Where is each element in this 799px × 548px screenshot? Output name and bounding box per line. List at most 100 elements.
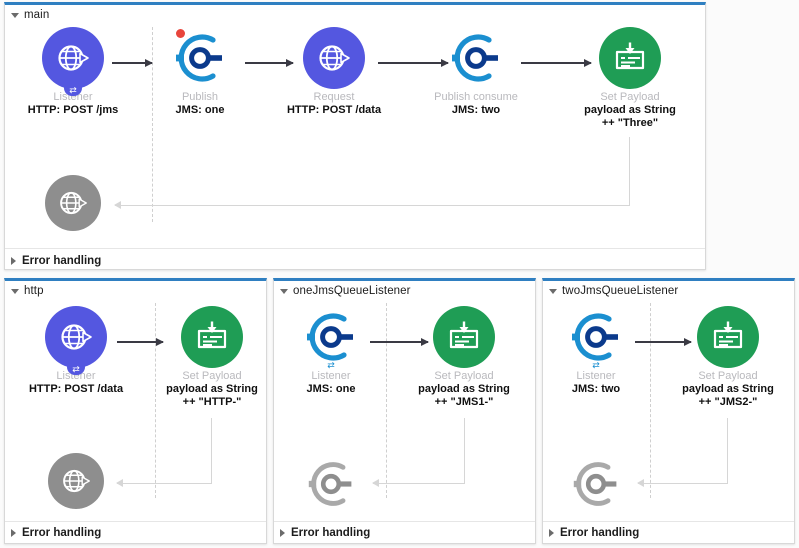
error-handling-label: Error handling [22, 255, 102, 267]
http-globe-icon [45, 175, 101, 231]
node-name-label: payload as String ++ "HTTP-" [166, 383, 258, 408]
node-type-label: Request [313, 91, 355, 103]
flow-header-main[interactable]: main [11, 9, 49, 21]
node-name-label: JMS: two [571, 383, 621, 395]
flow-divider-dashed [155, 303, 156, 498]
http-globe-icon [48, 453, 104, 509]
triangle-down-icon[interactable] [549, 289, 557, 294]
flow-node-main-error[interactable] [18, 175, 128, 231]
node-name-label: HTTP: POST /jms [27, 104, 119, 116]
connector-arrow-4 [521, 58, 592, 67]
flow-node-main-request[interactable]: Request HTTP: POST /data [279, 27, 389, 117]
error-handling-divider [274, 521, 535, 522]
flow-node-http-listener[interactable]: ⇄ Listener HTTP: POST /data [21, 306, 131, 396]
set-payload-icon [599, 27, 661, 89]
http-globe-icon [303, 27, 365, 89]
triangle-right-icon[interactable] [11, 257, 16, 265]
node-name-label: payload as String ++ "JMS1-" [418, 383, 510, 408]
triangle-right-icon[interactable] [11, 529, 16, 537]
flow-header-twoJmsQueueListener[interactable]: twoJmsQueueListener [549, 285, 678, 297]
flow-divider-dashed [650, 303, 651, 498]
flow-panel-main[interactable]: main ⇄ Lis [4, 2, 706, 270]
flow-panel-twoJmsQueueListener[interactable]: twoJmsQueueListener ⇄ Listener JMS: two [542, 278, 795, 544]
jms-connector-icon [445, 27, 507, 89]
triangle-right-icon[interactable] [280, 529, 285, 537]
return-line-horizontal [116, 479, 212, 487]
connector-arrow-1 [112, 58, 153, 67]
node-name-label: payload as String ++ "JMS2-" [682, 383, 774, 408]
flow-title: main [24, 9, 50, 21]
jms-connector-icon [169, 27, 231, 89]
flow-title: oneJmsQueueListener [293, 285, 411, 297]
flow-node-main-publish-consume[interactable]: Publish consume JMS: two [421, 27, 531, 117]
flow-node-http-error[interactable] [21, 453, 131, 509]
error-handling-divider [543, 521, 794, 522]
return-line-horizontal [372, 479, 465, 487]
http-globe-icon: ⇄ [42, 27, 104, 96]
node-type-label: Listener [311, 370, 351, 382]
flow-node-one-listener[interactable]: ⇄ Listener JMS: one [276, 306, 386, 396]
connector-arrow-1 [635, 337, 692, 346]
error-handling-divider [5, 521, 266, 522]
triangle-down-icon[interactable] [11, 13, 19, 18]
listener-tab [67, 361, 85, 375]
node-name-label: HTTP: POST /data [28, 383, 124, 395]
flow-node-two-listener[interactable]: ⇄ Listener JMS: two [541, 306, 651, 396]
flow-node-one-error[interactable] [276, 453, 386, 515]
http-globe-icon: ⇄ [45, 306, 107, 375]
flow-node-two-set-payload[interactable]: Set Payload payload as String ++ "JMS2-" [673, 306, 783, 409]
flow-header-http[interactable]: http [11, 285, 44, 297]
node-type-label: Set Payload [600, 91, 660, 103]
return-line-vertical [629, 137, 630, 206]
node-type-label: Listener [576, 370, 616, 382]
error-handling-label: Error handling [22, 527, 102, 539]
flow-node-main-publish[interactable]: Publish JMS: one [145, 27, 255, 117]
error-handling-label: Error handling [560, 527, 640, 539]
swap-arrows-icon: ⇄ [327, 360, 335, 370]
error-handling-section-one[interactable]: Error handling [280, 527, 370, 539]
triangle-down-icon[interactable] [11, 289, 19, 294]
error-handling-section-http[interactable]: Error handling [11, 527, 101, 539]
flow-node-main-set-payload[interactable]: Set Payload payload as String ++ "Three" [575, 27, 685, 130]
triangle-down-icon[interactable] [280, 289, 288, 294]
flow-node-main-listener[interactable]: ⇄ Listener HTTP: POST /jms [18, 27, 128, 117]
error-handling-divider [5, 248, 705, 249]
node-type-label: Listener [53, 91, 93, 103]
return-line-vertical [727, 418, 728, 484]
flow-panel-oneJmsQueueListener[interactable]: oneJmsQueueListener ⇄ Listener JMS: one [273, 278, 536, 544]
connector-arrow-3 [378, 58, 449, 67]
node-name-label: HTTP: POST /data [286, 104, 382, 116]
set-payload-icon [433, 306, 495, 368]
triangle-right-icon[interactable] [549, 529, 554, 537]
return-line-horizontal [637, 479, 728, 487]
error-handling-label: Error handling [291, 527, 371, 539]
flow-header-oneJmsQueueListener[interactable]: oneJmsQueueListener [280, 285, 411, 297]
connector-arrow-1 [117, 337, 164, 346]
node-type-label: Listener [56, 370, 96, 382]
flow-node-two-error[interactable] [541, 453, 651, 515]
node-name-label: JMS: one [306, 383, 356, 395]
flow-node-http-set-payload[interactable]: Set Payload payload as String ++ "HTTP-" [157, 306, 267, 409]
jms-connector-icon: ⇄ [300, 306, 362, 370]
node-type-label: Publish [181, 91, 219, 103]
listener-tab [64, 82, 82, 96]
flow-title: http [24, 285, 44, 297]
jms-connector-icon: ⇄ [565, 306, 627, 370]
swap-arrows-icon: ⇄ [72, 364, 80, 374]
error-handling-section-main[interactable]: Error handling [11, 255, 101, 267]
node-type-label: Publish consume [434, 91, 518, 103]
node-type-label: Set Payload [434, 370, 494, 382]
error-handling-section-two[interactable]: Error handling [549, 527, 639, 539]
flow-panel-http[interactable]: http ⇄ Listener HTTP: POST /data [4, 278, 267, 544]
swap-arrows-icon: ⇄ [69, 85, 77, 95]
set-payload-icon [181, 306, 243, 368]
flow-node-one-set-payload[interactable]: Set Payload payload as String ++ "JMS1-" [409, 306, 519, 409]
jms-connector-icon [565, 453, 627, 515]
node-type-label: Set Payload [182, 370, 242, 382]
return-line-vertical [211, 418, 212, 484]
flow-divider-dashed [386, 303, 387, 498]
error-badge-icon [176, 29, 185, 38]
swap-arrows-icon: ⇄ [592, 360, 600, 370]
connector-arrow-2 [245, 58, 294, 67]
